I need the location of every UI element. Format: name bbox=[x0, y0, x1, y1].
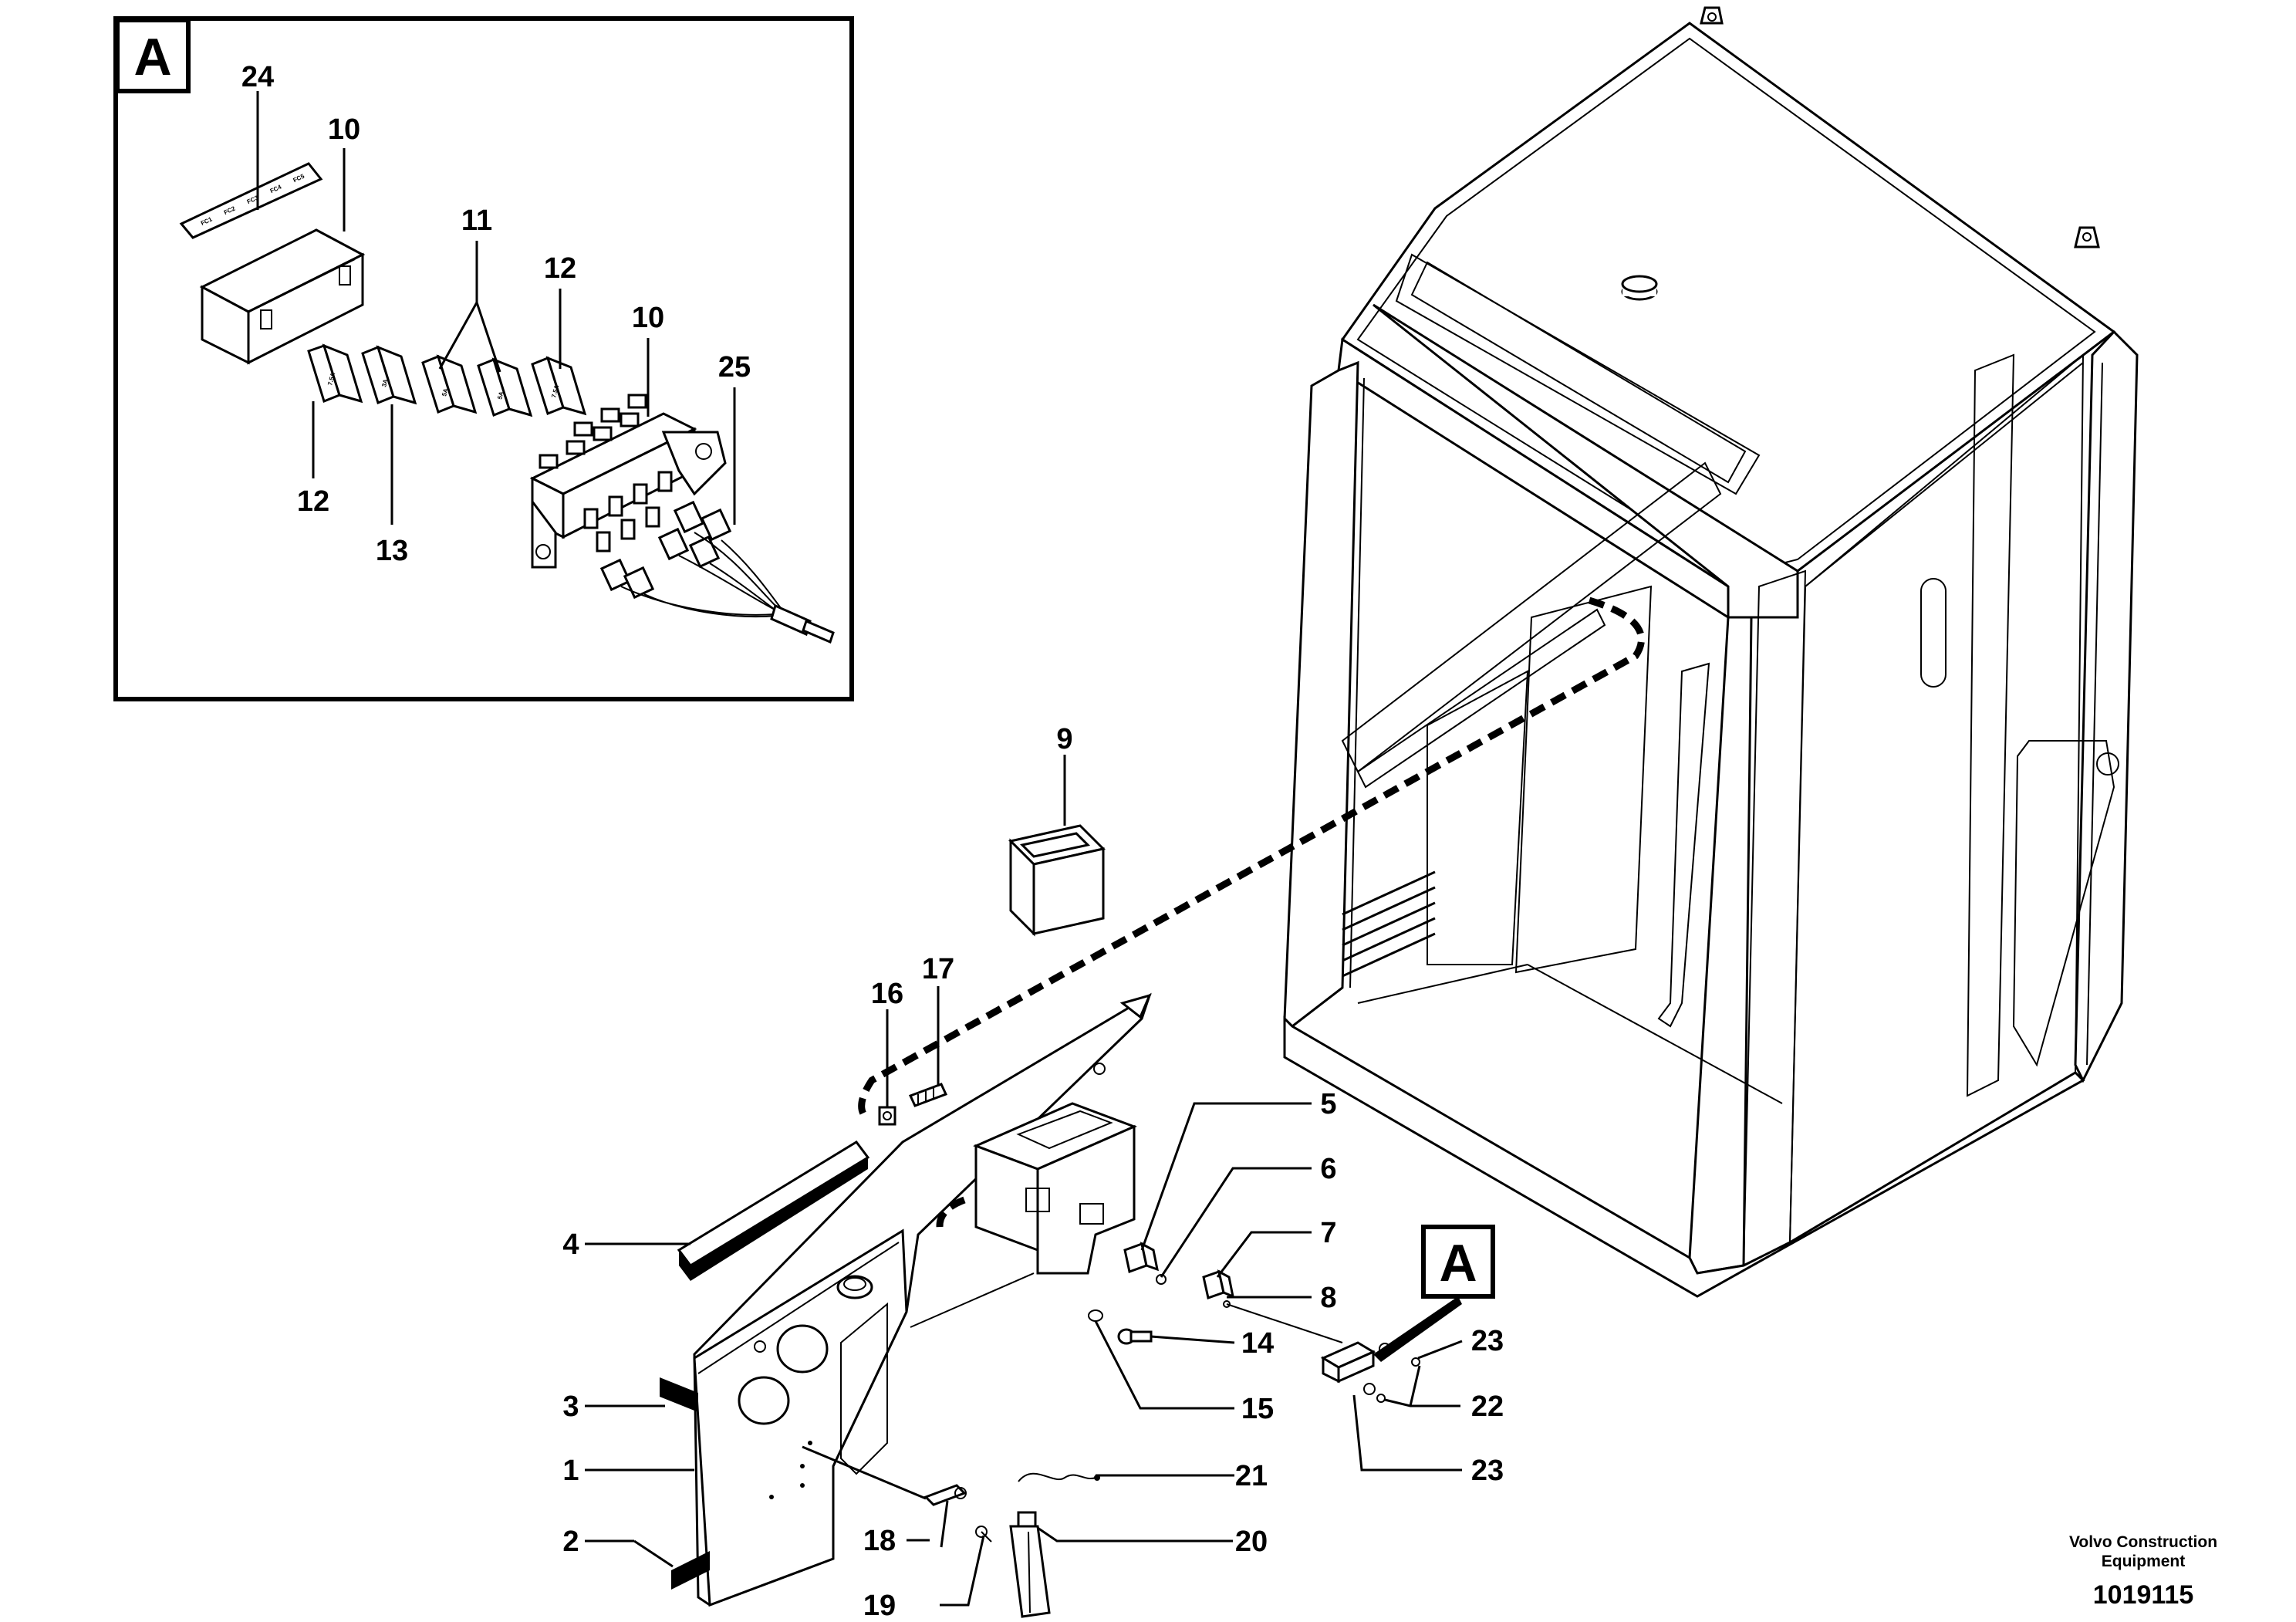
part-16-clip bbox=[878, 1106, 896, 1126]
callout-16: 16 bbox=[871, 978, 903, 1010]
svg-text:5A: 5A bbox=[441, 387, 449, 397]
part-5-switch bbox=[1123, 1242, 1159, 1273]
callout-19: 19 bbox=[863, 1590, 896, 1622]
part-3-seal bbox=[660, 1377, 698, 1412]
footer-company-line1: Volvo Construction bbox=[2069, 1533, 2217, 1551]
callout-5: 5 bbox=[1320, 1088, 1336, 1120]
callout-20: 20 bbox=[1235, 1526, 1268, 1558]
fuse-box-cover bbox=[199, 228, 366, 365]
part-6-washer bbox=[1156, 1274, 1167, 1285]
main-leaders bbox=[585, 755, 1463, 1607]
svg-text:3A: 3A bbox=[380, 378, 389, 387]
callout-11: 11 bbox=[461, 204, 492, 237]
part-14-screw bbox=[1117, 1328, 1153, 1345]
fuse-13: 3A bbox=[361, 345, 417, 405]
part-9-holder bbox=[1008, 824, 1106, 937]
callout-7: 7 bbox=[1320, 1217, 1336, 1249]
fuse-holder-reference bbox=[1320, 1341, 1420, 1403]
part-7-switch bbox=[1202, 1269, 1235, 1299]
callout-13: 13 bbox=[376, 535, 408, 567]
detail-letter-box bbox=[115, 18, 191, 93]
callout-25: 25 bbox=[718, 351, 751, 384]
svg-text:5A: 5A bbox=[496, 390, 505, 400]
part-21-wire bbox=[1018, 1472, 1096, 1482]
callout-23-bottom: 23 bbox=[1471, 1455, 1504, 1487]
callout-10-holder: 10 bbox=[632, 302, 664, 334]
callout-3: 3 bbox=[562, 1391, 579, 1423]
callout-10-cover: 10 bbox=[328, 113, 360, 146]
fuse-11a: 5A bbox=[421, 354, 478, 414]
callout-17: 17 bbox=[922, 953, 954, 985]
part-1-panel bbox=[693, 992, 1152, 1607]
reference-letter: A bbox=[1439, 1234, 1477, 1293]
fuse-12a: 7.5A bbox=[307, 343, 363, 404]
callout-12-bottom: 12 bbox=[297, 485, 329, 518]
fuse-11b: 5A bbox=[477, 357, 533, 417]
callout-21: 21 bbox=[1235, 1460, 1268, 1492]
part-8-clip bbox=[1223, 1300, 1231, 1308]
fuse-label-strip: FC1 FC2 FC3 FC4 FC5 bbox=[179, 162, 323, 239]
fuse-box-console bbox=[973, 1102, 1137, 1275]
harness-route bbox=[858, 596, 1645, 1117]
callout-23-top: 23 bbox=[1471, 1325, 1504, 1357]
part-15-washer bbox=[1088, 1309, 1103, 1322]
callout-15: 15 bbox=[1241, 1393, 1274, 1425]
callout-1: 1 bbox=[562, 1455, 579, 1487]
reference-letter-box bbox=[1421, 1225, 1495, 1299]
callout-12-top: 12 bbox=[544, 252, 576, 285]
svg-text:7.5A: 7.5A bbox=[550, 384, 560, 399]
callout-18: 18 bbox=[863, 1525, 896, 1557]
detail-view-a: A FC1 FC2 FC3 FC4 FC5 7.5A bbox=[113, 16, 854, 701]
part-19-screw bbox=[975, 1526, 992, 1543]
callout-24: 24 bbox=[241, 61, 274, 93]
part-18-bracket bbox=[923, 1484, 967, 1548]
reference-arrow bbox=[1373, 1296, 1462, 1362]
part-20-lever bbox=[1009, 1511, 1051, 1618]
part-2-seal bbox=[671, 1551, 710, 1590]
harness bbox=[599, 500, 835, 644]
part-17-connector bbox=[908, 1083, 948, 1107]
callout-14: 14 bbox=[1241, 1327, 1274, 1360]
callout-22: 22 bbox=[1471, 1391, 1504, 1423]
panel-wire bbox=[910, 1272, 1035, 1328]
detail-leaders bbox=[256, 91, 736, 525]
detail-frame bbox=[113, 16, 854, 701]
harness-route-2 bbox=[936, 1196, 966, 1236]
callout-9: 9 bbox=[1056, 723, 1072, 755]
fuse-12b: 7.5A bbox=[531, 356, 587, 416]
detail-letter: A bbox=[133, 28, 171, 86]
fuse-holder bbox=[529, 394, 727, 569]
operator-cab bbox=[1283, 6, 2139, 1298]
callout-6: 6 bbox=[1320, 1153, 1336, 1185]
callout-8: 8 bbox=[1320, 1282, 1336, 1314]
svg-text:7.5A: 7.5A bbox=[326, 372, 336, 387]
callout-2: 2 bbox=[562, 1526, 579, 1558]
cab-vents bbox=[1342, 870, 1436, 978]
callout-4: 4 bbox=[562, 1228, 579, 1261]
footer-company-line2: Equipment bbox=[2102, 1553, 2186, 1570]
footer-drawing-number: 1019115 bbox=[2093, 1580, 2194, 1610]
